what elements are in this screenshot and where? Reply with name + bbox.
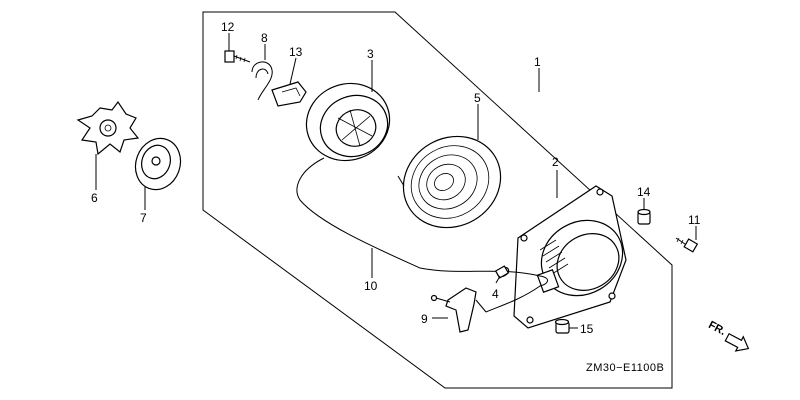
part-9-grip bbox=[430, 287, 487, 333]
part-10-rope bbox=[296, 157, 548, 313]
callout-2: 2 bbox=[552, 155, 559, 169]
callout-10: 10 bbox=[364, 279, 378, 293]
callout-14: 14 bbox=[637, 185, 651, 199]
callout-11: 11 bbox=[688, 213, 701, 227]
part-8-clip bbox=[251, 61, 273, 101]
part-3-reel bbox=[305, 82, 391, 162]
part-14-bushing bbox=[637, 208, 651, 225]
callout-1: 1 bbox=[534, 55, 541, 69]
diagram-code: ZM30−E1100B bbox=[586, 362, 664, 374]
callout-3: 3 bbox=[367, 47, 374, 61]
part-6-fan bbox=[76, 100, 140, 156]
callout-5: 5 bbox=[474, 91, 481, 105]
callout-9: 9 bbox=[421, 312, 428, 326]
callout-8: 8 bbox=[261, 31, 268, 45]
callout-7: 7 bbox=[140, 211, 147, 225]
part-5-spring bbox=[397, 135, 502, 229]
assembly-outline bbox=[202, 11, 673, 389]
part-15-bushing bbox=[554, 318, 570, 334]
callout-15: 15 bbox=[580, 322, 594, 336]
front-direction-arrow: FR. bbox=[706, 319, 750, 352]
part-2-starter-case bbox=[513, 185, 627, 329]
part-7-ratchet-plate bbox=[134, 137, 182, 191]
leader-lines bbox=[95, 33, 697, 329]
callout-4: 4 bbox=[492, 287, 499, 301]
part-11-flange-bolt bbox=[675, 237, 699, 253]
part-12-bolt bbox=[224, 50, 251, 63]
part-13-pawl bbox=[271, 81, 307, 107]
callout-12: 12 bbox=[221, 20, 235, 34]
part-4-collar bbox=[494, 265, 510, 279]
callout-6: 6 bbox=[91, 191, 98, 205]
svg-text:FR.: FR. bbox=[706, 319, 727, 338]
callout-13: 13 bbox=[289, 45, 303, 59]
